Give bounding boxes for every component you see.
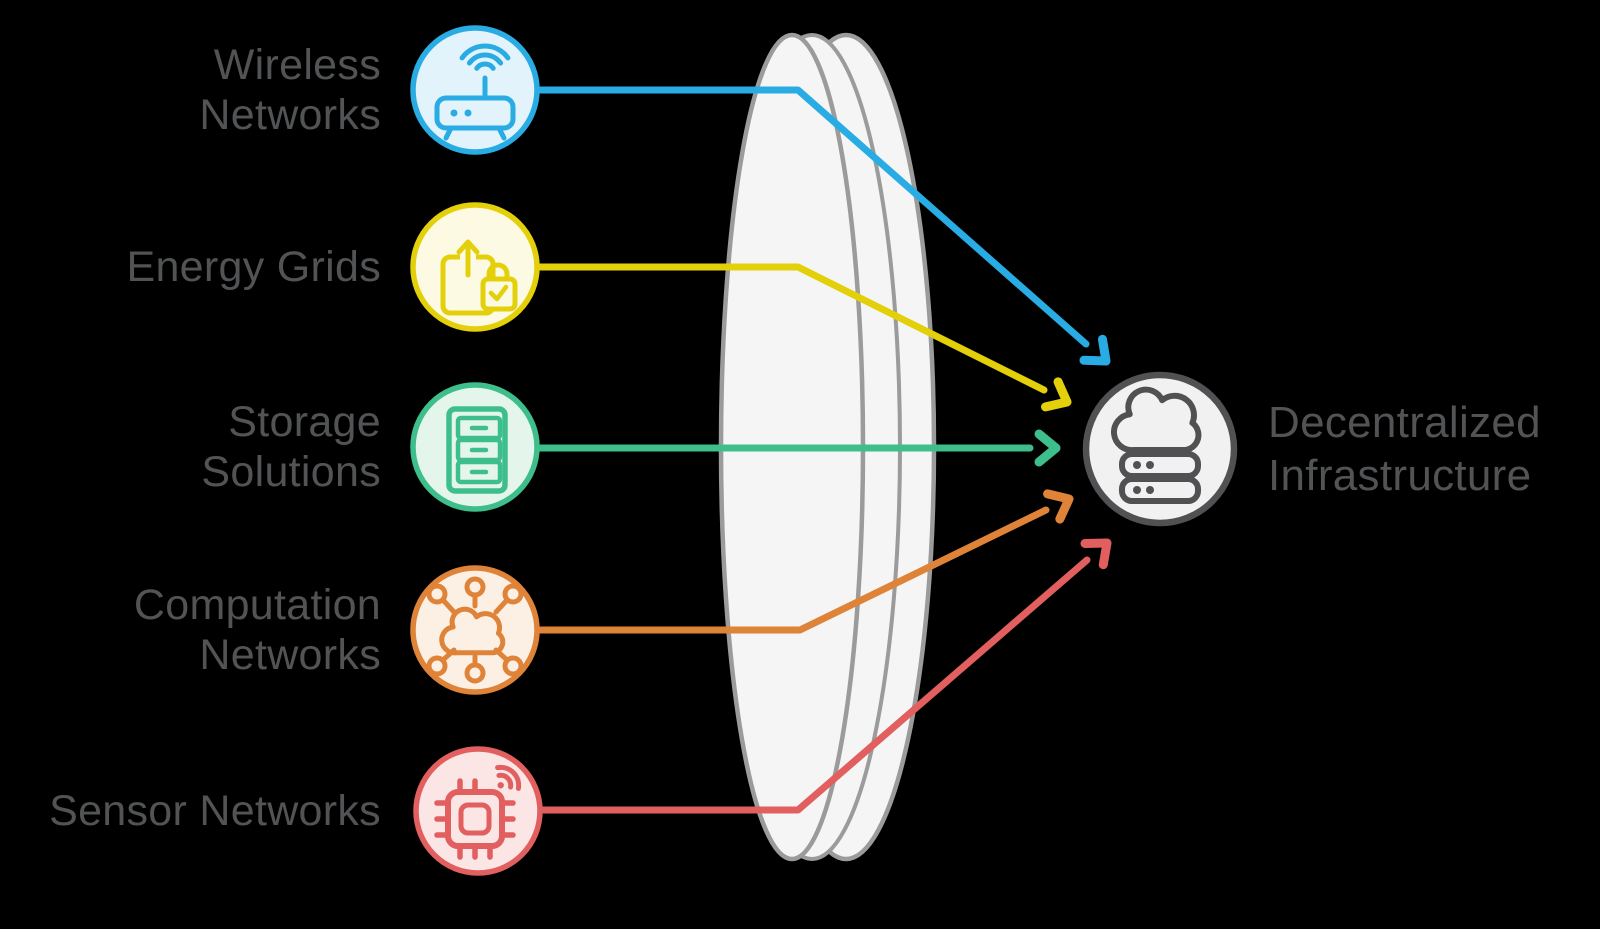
- wifi-router-icon: [434, 43, 516, 141]
- label-line: Sensor Networks: [49, 787, 381, 835]
- arrowhead-energy: [1041, 377, 1072, 412]
- arrow-computation: [533, 506, 1050, 634]
- label-line: Infrastructure: [1268, 451, 1532, 500]
- label-line: Energy Grids: [126, 243, 381, 291]
- arrowhead-computation: [1043, 489, 1074, 524]
- source-circle-sensor: [413, 746, 543, 876]
- label-line: Wireless: [213, 41, 381, 89]
- arrowhead-sensor: [1080, 538, 1112, 570]
- arrow-energy: [533, 263, 1048, 394]
- label-line: Solutions: [201, 448, 381, 496]
- label-line: Decentralized: [1268, 398, 1541, 447]
- arrowhead-wireless: [1079, 334, 1111, 366]
- label-line: Networks: [199, 631, 381, 679]
- arrows: [533, 86, 1112, 814]
- arrow-wireless: [533, 86, 1090, 348]
- label-energy-grids: Energy Grids: [126, 242, 381, 292]
- cloud-server-icon: [1111, 386, 1202, 504]
- chip-wifi-icon: [434, 764, 522, 860]
- label-computation-networks: Computation Networks: [134, 580, 381, 680]
- source-circle-energy: [410, 202, 540, 332]
- label-decentralized-infrastructure: Decentralized Infrastructure: [1268, 396, 1541, 502]
- label-line: Storage: [228, 398, 381, 446]
- label-line: Networks: [199, 91, 381, 139]
- label-line: Computation: [133, 581, 381, 629]
- label-storage-solutions: Storage Solutions: [201, 397, 381, 497]
- secure-upload-icon: [440, 239, 518, 316]
- file-cabinet-icon: [446, 406, 508, 494]
- cloud-network-icon: [426, 576, 524, 684]
- arrow-sensor: [536, 556, 1091, 814]
- label-sensor-networks: Sensor Networks: [49, 786, 381, 836]
- arrowhead-storage: [1034, 429, 1061, 467]
- label-wireless-networks: Wireless Networks: [199, 40, 381, 140]
